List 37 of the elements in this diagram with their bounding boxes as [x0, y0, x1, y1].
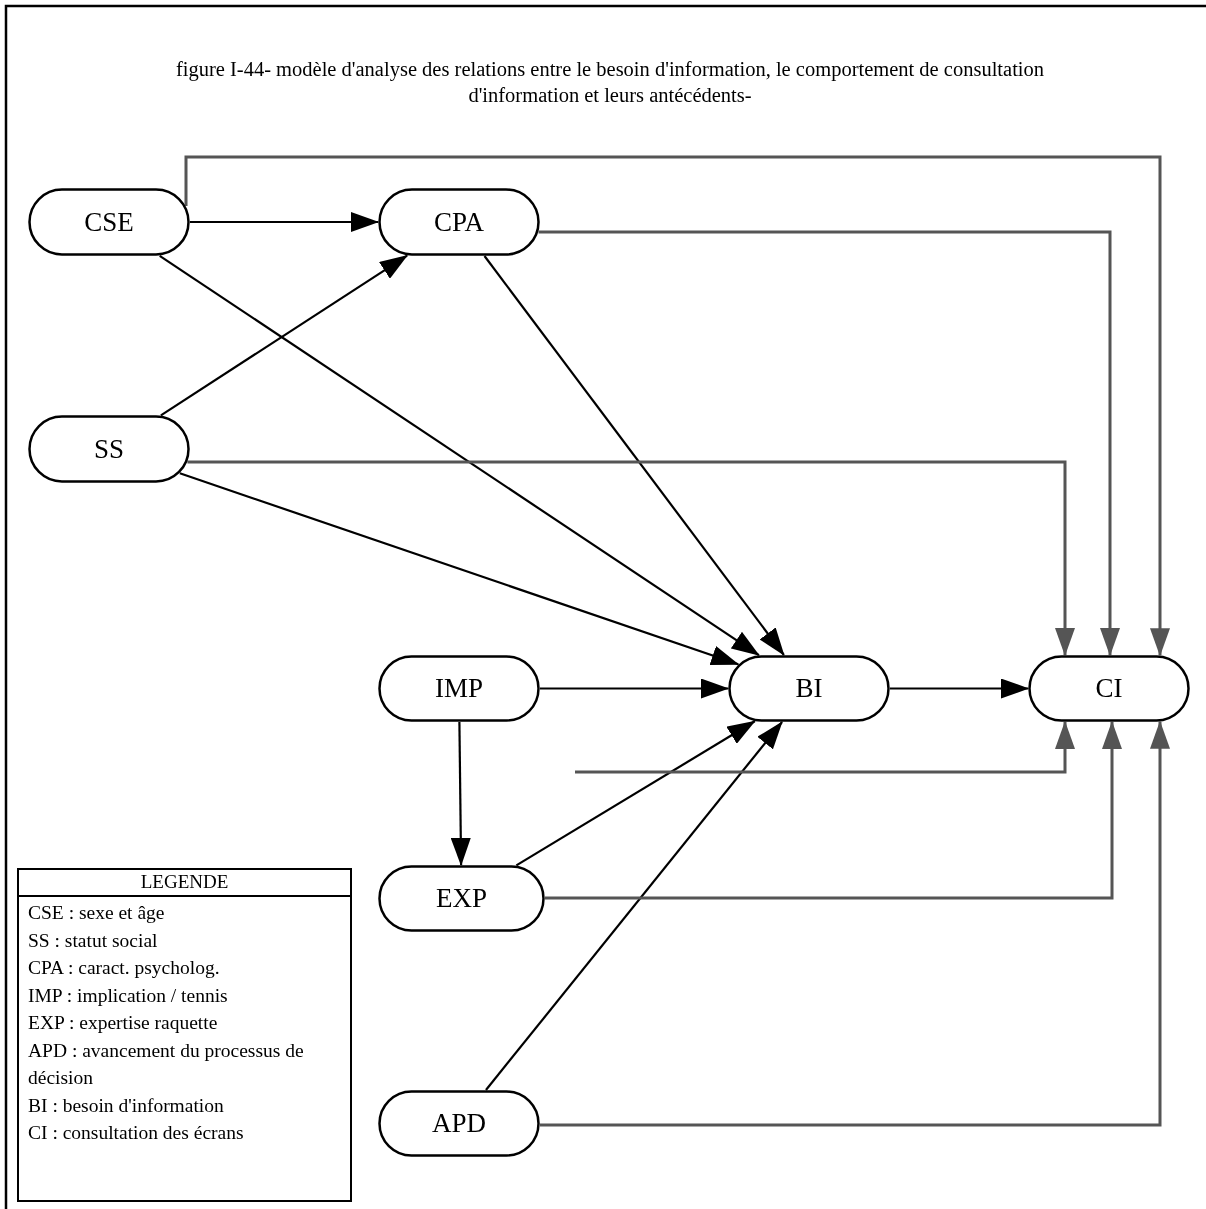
arrow — [515, 720, 756, 867]
legend-entry: IMP : implication / tennis — [27, 983, 229, 1008]
rounded-node — [28, 188, 190, 256]
node-label: SS — [93, 433, 124, 465]
legend-entry: CSE : sexe et âge — [27, 901, 166, 925]
figure-title: figure I-44- modèle d'analyse des relations entre le besoin d'information, le comportement de consultation d'information et leurs antécédents- — [174, 57, 1046, 108]
legend-entry: CI : consultation des écrans — [27, 1121, 245, 1145]
node-label: CI — [1095, 673, 1123, 704]
arrow — [539, 720, 1170, 1127]
legend-entry: EXP : expertise raquette — [27, 1011, 219, 1035]
legend-entry: SS : statut social — [27, 928, 159, 953]
arrow — [184, 155, 1170, 657]
node-label: APD — [432, 1108, 486, 1139]
node-label: CPA — [433, 206, 484, 238]
arrow — [485, 721, 783, 1091]
node-label: CSE — [84, 206, 134, 238]
legend-entry: BI : besoin d'information — [27, 1093, 225, 1118]
node-label: EXP — [436, 883, 487, 914]
rounded-node — [28, 415, 190, 483]
arrow — [540, 678, 729, 699]
arrow — [890, 678, 1029, 699]
legend-entry: APD : avancement du processus de décision — [27, 1038, 305, 1090]
arrow — [160, 254, 408, 417]
arrow — [190, 212, 379, 232]
rounded-node — [728, 655, 890, 722]
node-label: IMP — [435, 673, 483, 704]
arrow — [545, 721, 1122, 900]
legend-heading: LEGENDE — [19, 870, 350, 897]
legend-entry: CPA : caract. psycholog. — [27, 956, 221, 980]
node-label: BI — [795, 673, 823, 704]
arrow — [159, 254, 760, 656]
arrow — [538, 230, 1120, 656]
legend-box — [17, 868, 352, 1202]
arrow — [575, 721, 1075, 774]
arrow — [179, 472, 740, 666]
arrow — [483, 255, 785, 656]
arrow — [450, 722, 471, 866]
